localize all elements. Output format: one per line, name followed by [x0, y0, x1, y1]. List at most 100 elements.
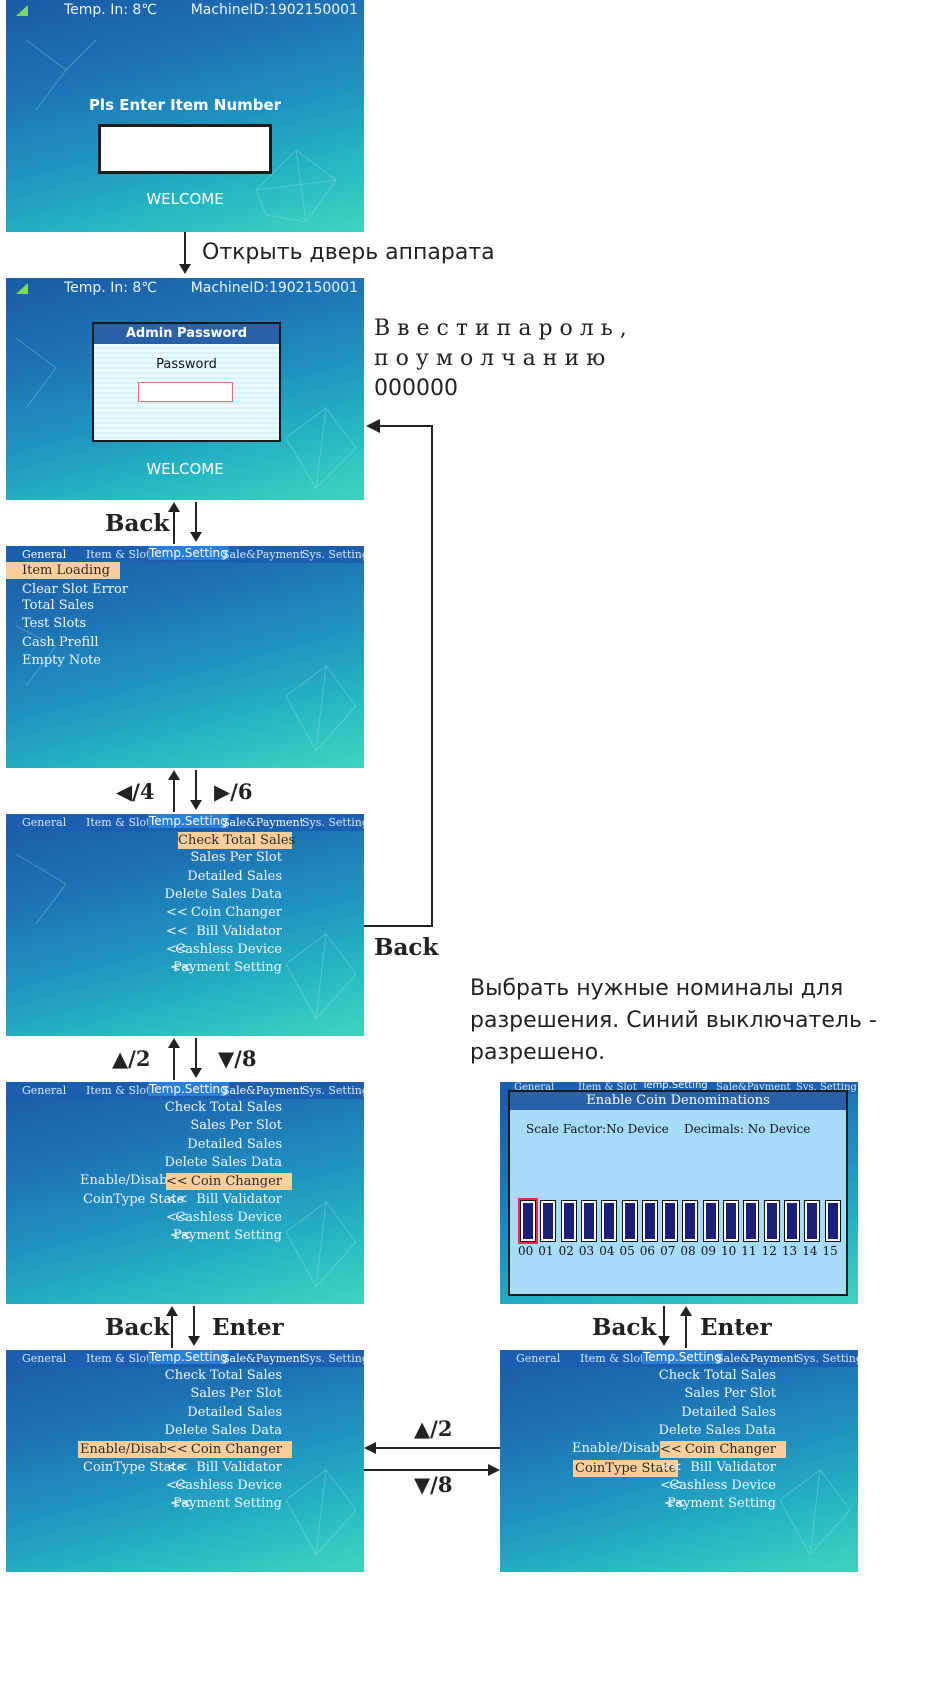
menu-item-sales-per-slot[interactable]: Sales Per Slot — [190, 850, 282, 865]
menu-item-total-sales[interactable]: Total Sales — [22, 598, 94, 613]
menu-item-test-slots[interactable]: Test Slots — [22, 616, 87, 631]
tab-temp-setting[interactable]: Temp.Setting — [148, 546, 229, 560]
tab-sale-payment[interactable]: Sale&Payment — [222, 548, 305, 561]
menu-item-bill-validator[interactable]: Bill Validator — [196, 924, 282, 939]
coin-switch-06[interactable] — [641, 1200, 658, 1242]
menu-item-detailed-sales[interactable]: Detailed Sales — [187, 1405, 282, 1420]
welcome-label: WELCOME — [146, 190, 224, 208]
menu-item-cashless-device[interactable]: Cashless Device — [175, 1478, 282, 1493]
menu-item-delete-sales-data[interactable]: Delete Sales Data — [164, 1155, 282, 1170]
menu-item-sales-per-slot[interactable]: Sales Per Slot — [190, 1386, 282, 1401]
coin-switch-08[interactable] — [682, 1200, 699, 1242]
tab-temp-setting[interactable]: Temp.Setting — [148, 1082, 229, 1096]
tab-sale-payment[interactable]: Sale&Payment — [716, 1082, 791, 1093]
menu-item-empty-note[interactable]: Empty Note — [22, 653, 101, 668]
coin-type-state-option[interactable]: CoinType State — [83, 1192, 185, 1207]
menu-item-check-total-sales[interactable]: Check Total Sales — [164, 1368, 282, 1383]
tab-temp-setting[interactable]: Temp.Setting — [148, 1350, 229, 1364]
coin-type-state-option[interactable]: CoinType State — [83, 1460, 185, 1475]
tab-sys-setting[interactable]: Sys. Setting — [796, 1352, 858, 1365]
coin-switch-02[interactable] — [560, 1200, 577, 1242]
menu-item-detailed-sales[interactable]: Detailed Sales — [187, 1137, 282, 1152]
coin-switch-14[interactable] — [804, 1200, 821, 1242]
coin-type-state-option[interactable]: CoinType State — [573, 1460, 679, 1477]
coin-switch-00[interactable] — [518, 1198, 538, 1244]
menu-item-detailed-sales[interactable]: Detailed Sales — [187, 869, 282, 884]
password-input[interactable] — [138, 382, 233, 402]
tab-sys-setting[interactable]: Sys. Setting — [302, 816, 364, 829]
menu-item-payment-setting[interactable]: Payment Setting — [173, 960, 282, 975]
menu-item-check-total-sales[interactable]: Check Total Sales — [164, 1100, 282, 1115]
menu-item-sales-per-slot[interactable]: Sales Per Slot — [684, 1386, 776, 1401]
coin-switch-05[interactable] — [621, 1200, 638, 1242]
tab-general[interactable]: General — [22, 1084, 67, 1097]
menu-item-check-total-sales[interactable]: Check Total Sales — [658, 1368, 776, 1383]
up-down-arrows-icon — [658, 1306, 692, 1348]
tab-temp-setting[interactable]: Temp.Setting — [642, 1350, 723, 1364]
tab-general[interactable]: General — [22, 548, 67, 561]
tab-sys-setting[interactable]: Sys. Setting — [302, 1084, 364, 1097]
coin-switch-03[interactable] — [580, 1200, 597, 1242]
menu-item-item-loading[interactable]: Item Loading — [6, 562, 120, 579]
password-screen: Temp. In: 8℃ MachineID:1902150001 Admin … — [6, 278, 364, 500]
coin-switch-fill — [807, 1203, 818, 1239]
menu-item-detailed-sales[interactable]: Detailed Sales — [681, 1405, 776, 1420]
enable-disable-option[interactable]: Enable/Disable — [78, 1441, 182, 1458]
tab-general[interactable]: General — [514, 1082, 555, 1093]
coin-switch-09[interactable] — [702, 1200, 719, 1242]
enable-disable-option[interactable]: Enable/Disable — [80, 1173, 180, 1188]
coin-switch-11[interactable] — [743, 1200, 760, 1242]
menu-item-delete-sales-data[interactable]: Delete Sales Data — [164, 887, 282, 902]
coin-switch-15[interactable] — [824, 1200, 841, 1242]
tab-item-slot[interactable]: Item & Slot — [86, 1352, 151, 1365]
tab-item-slot[interactable]: Item & Slot — [580, 1352, 645, 1365]
menu-item-cashless-device[interactable]: Cashless Device — [175, 942, 282, 957]
coin-switch-10[interactable] — [723, 1200, 739, 1242]
tab-item-slot[interactable]: Item & Slot — [86, 816, 151, 829]
menu-item-payment-setting[interactable]: Payment Setting — [173, 1228, 282, 1243]
tab-sale-payment[interactable]: Sale&Payment — [716, 1352, 799, 1365]
item-number-input[interactable] — [98, 124, 272, 174]
menu-item-delete-sales-data[interactable]: Delete Sales Data — [658, 1423, 776, 1438]
coin-switch-01[interactable] — [540, 1200, 557, 1242]
tab-sys-setting[interactable]: Sys. Setting — [302, 548, 364, 561]
up-down-arrows-icon — [168, 502, 202, 544]
coin-switch-13[interactable] — [783, 1200, 800, 1242]
tab-general[interactable]: General — [22, 816, 67, 829]
enable-disable-option[interactable]: Enable/Disable — [572, 1441, 672, 1456]
tab-item-slot[interactable]: Item & Slot — [86, 1084, 151, 1097]
menu-item-cashless-device[interactable]: Cashless Device — [669, 1478, 776, 1493]
coin-switch-07[interactable] — [662, 1200, 679, 1242]
menu-item-clear-slot-error[interactable]: Clear Slot Error — [22, 582, 129, 597]
menu-item-check-total-sales[interactable]: Check Total Sales — [178, 832, 296, 849]
menu-item-bill-validator[interactable]: Bill Validator — [196, 1192, 282, 1207]
tab-temp-setting[interactable]: Temp.Setting — [148, 814, 229, 828]
tab-item-slot[interactable]: Item & Slot — [578, 1082, 637, 1093]
menu-item-bill-validator[interactable]: Bill Validator — [196, 1460, 282, 1475]
tab-general[interactable]: General — [516, 1352, 561, 1365]
tab-sale-payment[interactable]: Sale&Payment — [222, 1352, 305, 1365]
coin-note-line1: Выбрать нужные номиналы для — [470, 976, 844, 1001]
tab-general[interactable]: General — [22, 1352, 67, 1365]
tab-sys-setting[interactable]: Sys. Setting — [302, 1352, 364, 1365]
menu-item-coin-changer[interactable]: Coin Changer — [190, 905, 282, 920]
tab-sale-payment[interactable]: Sale&Payment — [222, 1084, 305, 1097]
menu-item-sales-per-slot[interactable]: Sales Per Slot — [190, 1118, 282, 1133]
menu-item-delete-sales-data[interactable]: Delete Sales Data — [164, 1423, 282, 1438]
tab-sale-payment[interactable]: Sale&Payment — [222, 816, 305, 829]
submenu-marker: << — [660, 1460, 682, 1475]
menu-item-cashless-device[interactable]: Cashless Device — [175, 1210, 282, 1225]
back-label: Back — [592, 1314, 657, 1341]
coin-changer-highlight[interactable]: << Coin Changer — [166, 1441, 292, 1458]
coin-changer-highlight[interactable]: << Coin Changer — [660, 1441, 786, 1458]
menu-item-bill-validator[interactable]: Bill Validator — [690, 1460, 776, 1475]
menu-item-cash-prefill[interactable]: Cash Prefill — [22, 635, 99, 650]
menu-item-payment-setting[interactable]: Payment Setting — [173, 1496, 282, 1511]
coin-changer-highlight[interactable]: << Coin Changer — [166, 1173, 292, 1190]
coin-switch-04[interactable] — [601, 1200, 618, 1242]
menu-item-payment-setting[interactable]: Payment Setting — [667, 1496, 776, 1511]
tab-temp-setting[interactable]: Temp.Setting — [642, 1082, 708, 1091]
tab-sys-setting[interactable]: Sys. Setting — [796, 1082, 857, 1093]
coin-switch-12[interactable] — [763, 1200, 780, 1242]
tab-item-slot[interactable]: Item & Slot — [86, 548, 151, 561]
